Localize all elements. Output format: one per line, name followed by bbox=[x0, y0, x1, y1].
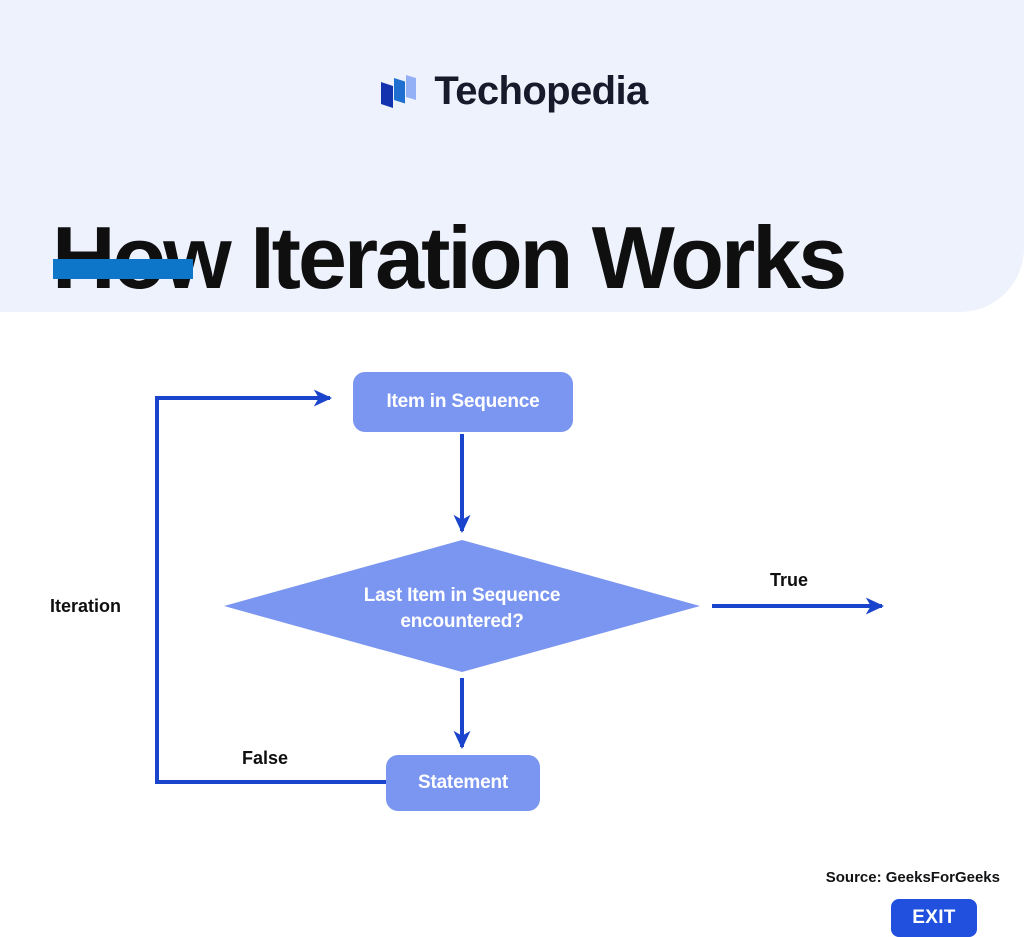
edge-label-true: True bbox=[770, 570, 809, 590]
techopedia-layers-logo-icon bbox=[381, 75, 417, 108]
source-attribution: Source: GeeksForGeeks bbox=[825, 869, 1000, 886]
brand-name: Techopedia bbox=[434, 69, 648, 113]
page-title: How Iteration Works bbox=[52, 207, 847, 307]
node-statement[interactable]: Statement bbox=[386, 755, 540, 811]
flowchart-connectors bbox=[155, 389, 885, 784]
brand-lockup: Techopedia bbox=[0, 62, 1024, 120]
node-label: Statement bbox=[417, 772, 509, 793]
decision-diamond-shape bbox=[224, 540, 700, 672]
header-panel: Techopedia How Iteration Works bbox=[0, 0, 1024, 312]
edge-label-iteration: Iteration bbox=[50, 596, 122, 616]
node-label: EXIT bbox=[912, 907, 956, 928]
node-item-in-sequence[interactable]: Item in Sequence bbox=[353, 372, 573, 432]
node-label-line2: encountered? bbox=[400, 611, 524, 632]
node-label-block: Last Item in Sequence encountered? bbox=[363, 583, 561, 634]
title-accent-bar bbox=[53, 259, 193, 279]
edge-label-false: False bbox=[242, 748, 289, 768]
node-label-line1: Last Item in Sequence bbox=[363, 585, 561, 607]
node-exit[interactable]: EXIT bbox=[891, 899, 977, 937]
node-decision-last-item[interactable]: Last Item in Sequence encountered? bbox=[292, 574, 632, 644]
node-label: Item in Sequence bbox=[386, 391, 540, 412]
connector-iteration-loop bbox=[155, 389, 386, 784]
iteration-flowchart: Item in Sequence Last Item in Sequence e… bbox=[0, 312, 1024, 937]
